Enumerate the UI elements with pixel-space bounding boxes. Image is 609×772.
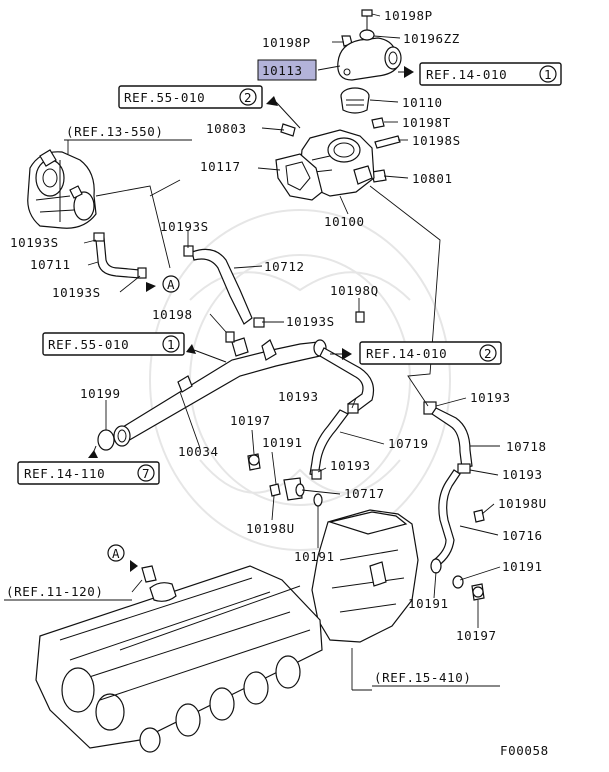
label-10193s-center: 10193S xyxy=(286,314,335,329)
label-10193-lower: 10193 xyxy=(330,458,371,473)
figure-code: F00058 xyxy=(500,743,549,758)
label-10198q: 10198Q xyxy=(330,283,379,298)
ref-11-120: (REF.11-120) xyxy=(6,584,104,599)
label-10719: 10719 xyxy=(388,436,429,451)
arrows xyxy=(88,66,414,572)
thermostat-housing-group xyxy=(275,9,402,201)
arrow-to-a-upper xyxy=(146,282,156,292)
ref-num-1-top: 1 xyxy=(544,67,552,82)
water-pipe-10034 xyxy=(113,331,327,447)
arrow-to-ref-55-010-2 xyxy=(266,96,278,106)
label-10198u-center: 10198U xyxy=(246,521,295,536)
label-10716: 10716 xyxy=(502,528,543,543)
label-10191-right: 10191 xyxy=(502,559,543,574)
bolt-10198q xyxy=(355,311,365,323)
label-10193s-top: 10193S xyxy=(160,219,209,234)
connector-a-lower: A xyxy=(112,546,120,561)
label-10198t: 10198T xyxy=(402,115,451,130)
arrow-a-lower xyxy=(130,560,138,572)
label-10717: 10717 xyxy=(344,486,385,501)
label-10193s-left: 10193S xyxy=(10,235,59,250)
label-10711: 10711 xyxy=(30,257,71,272)
leader-lines xyxy=(67,13,501,691)
connector-a-upper: A xyxy=(167,277,175,292)
ref-14-110: REF.14-110 xyxy=(24,466,105,481)
label-10197-center: 10197 xyxy=(230,413,271,428)
hose-10719 xyxy=(309,347,375,480)
part-number-labels: 10198P 10198P 10196ZZ 10113 10110 10803 … xyxy=(10,8,547,643)
label-10191-center: 10191 xyxy=(262,435,303,450)
label-10034: 10034 xyxy=(178,444,219,459)
label-10801: 10801 xyxy=(412,171,453,186)
label-10197-bottom: 10197 xyxy=(456,628,497,643)
label-10198u-right: 10198U xyxy=(498,496,547,511)
pipe-10716 xyxy=(430,469,485,601)
label-10712: 10712 xyxy=(264,259,305,274)
ref-55-010-top: REF.55-010 xyxy=(124,90,205,105)
housing-10717 xyxy=(311,509,419,643)
hose-10712 xyxy=(183,245,265,328)
oring-10199 xyxy=(97,429,115,451)
label-10100: 10100 xyxy=(324,214,365,229)
ref-num-2-top: 2 xyxy=(244,90,252,105)
ref-num-7: 7 xyxy=(142,466,150,481)
arrow-to-ref-55-010-1 xyxy=(186,344,196,354)
label-10198s: 10198S xyxy=(412,133,461,148)
label-10193s-bottom: 10193S xyxy=(52,285,101,300)
label-10193-right-lower: 10193 xyxy=(502,467,543,482)
watermark-ornament xyxy=(149,209,451,551)
ref-num-2-mid: 2 xyxy=(484,346,492,361)
label-10110: 10110 xyxy=(402,95,443,110)
ref-15-410: (REF.15-410) xyxy=(374,670,472,685)
label-10198p-left: 10198P xyxy=(262,35,311,50)
label-10198: 10198 xyxy=(152,307,193,322)
arrow-to-ref-14-010-1 xyxy=(404,66,414,78)
connector-labels: A A xyxy=(112,277,175,561)
arrow-to-ref-14-010-2 xyxy=(342,348,352,360)
label-10803: 10803 xyxy=(206,121,247,136)
label-10193-right: 10193 xyxy=(470,390,511,405)
ref-boxes xyxy=(17,62,562,562)
cylinder-head xyxy=(35,565,323,753)
highlight-box-10113 xyxy=(257,59,317,81)
upper-left-assembly xyxy=(27,149,97,229)
label-10193-center: 10193 xyxy=(278,389,319,404)
label-10198p-top: 10198P xyxy=(384,8,433,23)
ref-circle-numbers: 1 2 1 2 7 xyxy=(142,67,552,481)
label-10196zz: 10196ZZ xyxy=(403,31,460,46)
label-10718: 10718 xyxy=(506,439,547,454)
label-10113: 10113 xyxy=(262,63,303,78)
hose-10711 xyxy=(93,232,147,279)
reference-labels: REF.14-010 REF.55-010 (REF.13-550) REF.5… xyxy=(6,67,507,685)
label-10199: 10199 xyxy=(80,386,121,401)
ref-14-010-mid: REF.14-010 xyxy=(366,346,447,361)
ref-55-010-mid: REF.55-010 xyxy=(48,337,129,352)
ref-14-010-top: REF.14-010 xyxy=(426,67,507,82)
ref-num-1-mid: 1 xyxy=(167,337,175,352)
label-10191-bottom: 10191 xyxy=(408,596,449,611)
label-10117: 10117 xyxy=(200,159,241,174)
small-fittings-center xyxy=(247,453,323,507)
label-10191-lower: 10191 xyxy=(294,549,335,564)
ref-13-550: (REF.13-550) xyxy=(66,124,164,139)
